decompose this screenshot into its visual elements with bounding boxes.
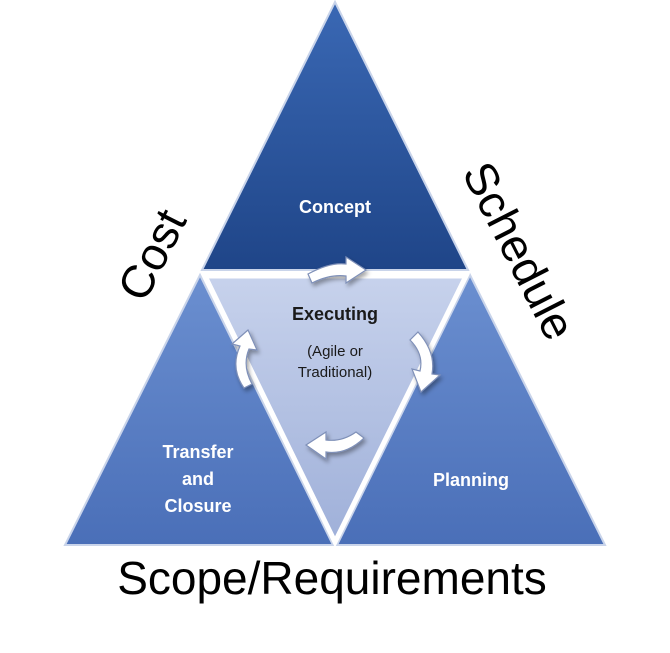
transfer-label-line3: Closure [164,496,231,516]
cost-label: Cost [107,201,196,309]
arrow-down-icon [409,331,442,394]
scope-requirements-label: Scope/Requirements [117,552,547,604]
cycle-arrows [230,255,442,461]
executing-subtitle-line1: (Agile or [307,343,363,360]
executing-title: Executing [292,304,378,324]
executing-subtitle-line2: Traditional) [298,364,372,381]
concept-segment [200,0,470,271]
planning-segment [335,272,607,546]
concept-label: Concept [299,197,371,217]
transfer-label-line1: Transfer [162,442,233,462]
planning-label: Planning [433,470,509,490]
transfer-label-line2: and [182,469,214,489]
arrow-up-icon [230,329,258,389]
transfer-closure-segment [63,272,335,546]
arrow-left-icon [304,430,365,461]
arrow-right-icon [307,255,368,285]
